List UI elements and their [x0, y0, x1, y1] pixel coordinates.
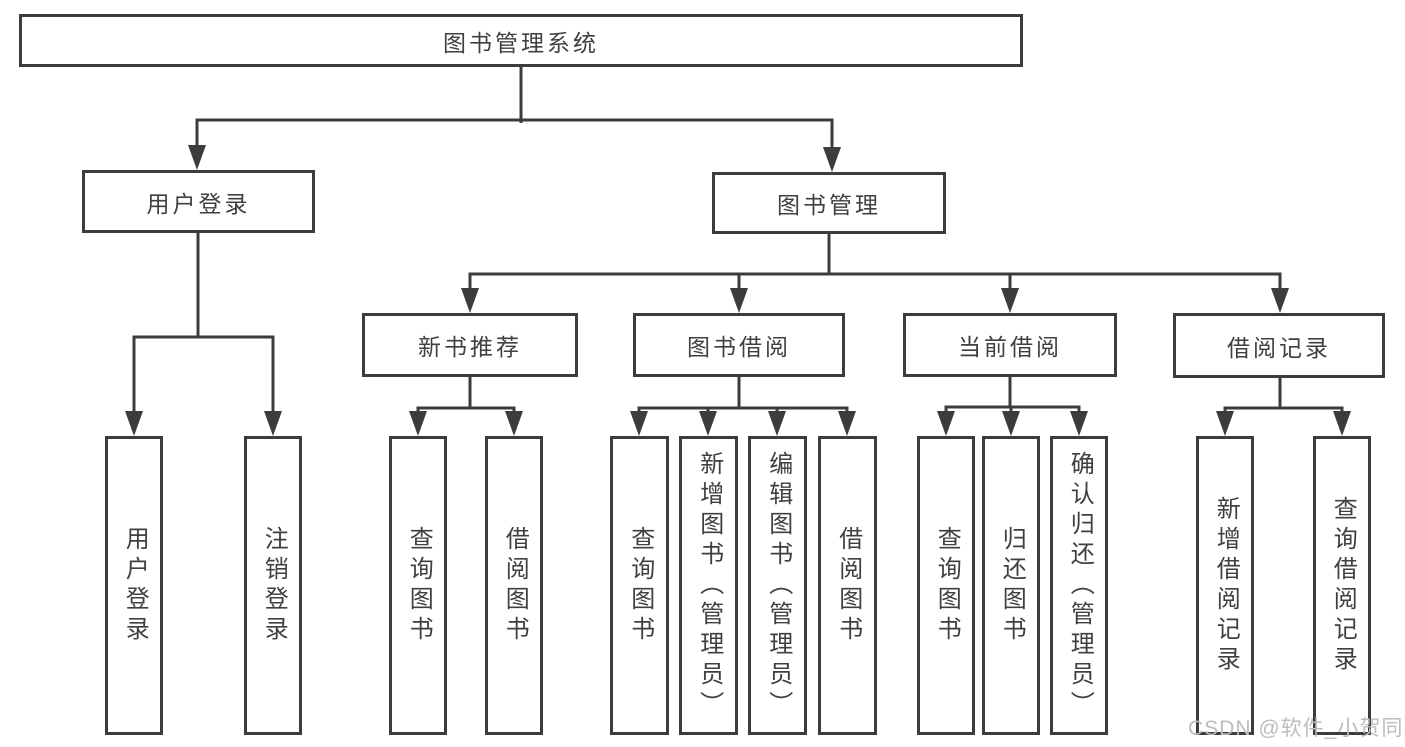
leaf-confirm-return-admin: 确认归还（管理员）	[1050, 436, 1108, 735]
node-book-management-label: 图书管理	[777, 192, 881, 218]
node-current-borrow: 当前借阅	[903, 313, 1117, 377]
leaf-add-book-admin-label: 新增图书（管理员）	[695, 450, 723, 721]
node-borrow-records-label: 借阅记录	[1227, 334, 1331, 361]
leaf-logout-label: 注销登录	[260, 525, 288, 646]
node-current-borrow-label: 当前借阅	[958, 334, 1062, 360]
node-new-book-recommend-label: 新书推荐	[418, 334, 522, 360]
node-book-management: 图书管理	[712, 172, 946, 234]
leaf-add-borrow-record: 新增借阅记录	[1196, 436, 1254, 735]
leaf-borrow-books-recommend: 借阅图书	[485, 436, 543, 735]
node-borrow-records: 借阅记录	[1173, 313, 1385, 378]
leaf-add-book-admin: 新增图书（管理员）	[679, 436, 738, 735]
leaf-query-books-current: 查询图书	[917, 436, 975, 735]
leaf-return-book: 归还图书	[982, 436, 1040, 735]
leaf-add-borrow-record-label: 新增借阅记录	[1212, 495, 1240, 676]
leaf-query-books-borrow-label: 查询图书	[626, 525, 654, 646]
leaf-query-books-borrow: 查询图书	[610, 436, 669, 735]
leaf-query-books-current-label: 查询图书	[933, 525, 961, 646]
node-user-login-branch-label: 用户登录	[146, 190, 251, 217]
leaf-user-login-label: 用户登录	[121, 525, 149, 646]
leaf-logout: 注销登录	[244, 436, 302, 735]
node-book-borrow-label: 图书借阅	[687, 334, 791, 360]
leaf-edit-book-admin-label: 编辑图书（管理员）	[764, 450, 792, 721]
tree-edges	[132, 67, 1344, 413]
node-new-book-recommend: 新书推荐	[362, 313, 578, 377]
leaf-query-books-recommend: 查询图书	[389, 436, 447, 735]
leaf-user-login: 用户登录	[105, 436, 163, 735]
leaf-borrow-books-borrow-label: 借阅图书	[834, 525, 862, 646]
leaf-query-books-recommend-label: 查询图书	[405, 525, 433, 646]
watermark: CSDN @软件_小贺同学	[1188, 717, 1405, 740]
node-library-system-label: 图书管理系统	[443, 29, 599, 56]
node-user-login-branch: 用户登录	[82, 170, 315, 233]
leaf-return-book-label: 归还图书	[998, 525, 1026, 646]
node-book-borrow: 图书借阅	[633, 313, 845, 377]
leaf-borrow-books-recommend-label: 借阅图书	[501, 525, 529, 646]
node-library-system: 图书管理系统	[19, 14, 1023, 67]
leaf-query-borrow-record: 查询借阅记录	[1313, 436, 1371, 735]
leaf-borrow-books-borrow: 借阅图书	[818, 436, 877, 735]
leaf-query-borrow-record-label: 查询借阅记录	[1329, 495, 1357, 676]
arrowheads	[125, 145, 1351, 436]
leaf-confirm-return-admin-label: 确认归还（管理员）	[1066, 450, 1094, 721]
leaf-edit-book-admin: 编辑图书（管理员）	[748, 436, 807, 735]
